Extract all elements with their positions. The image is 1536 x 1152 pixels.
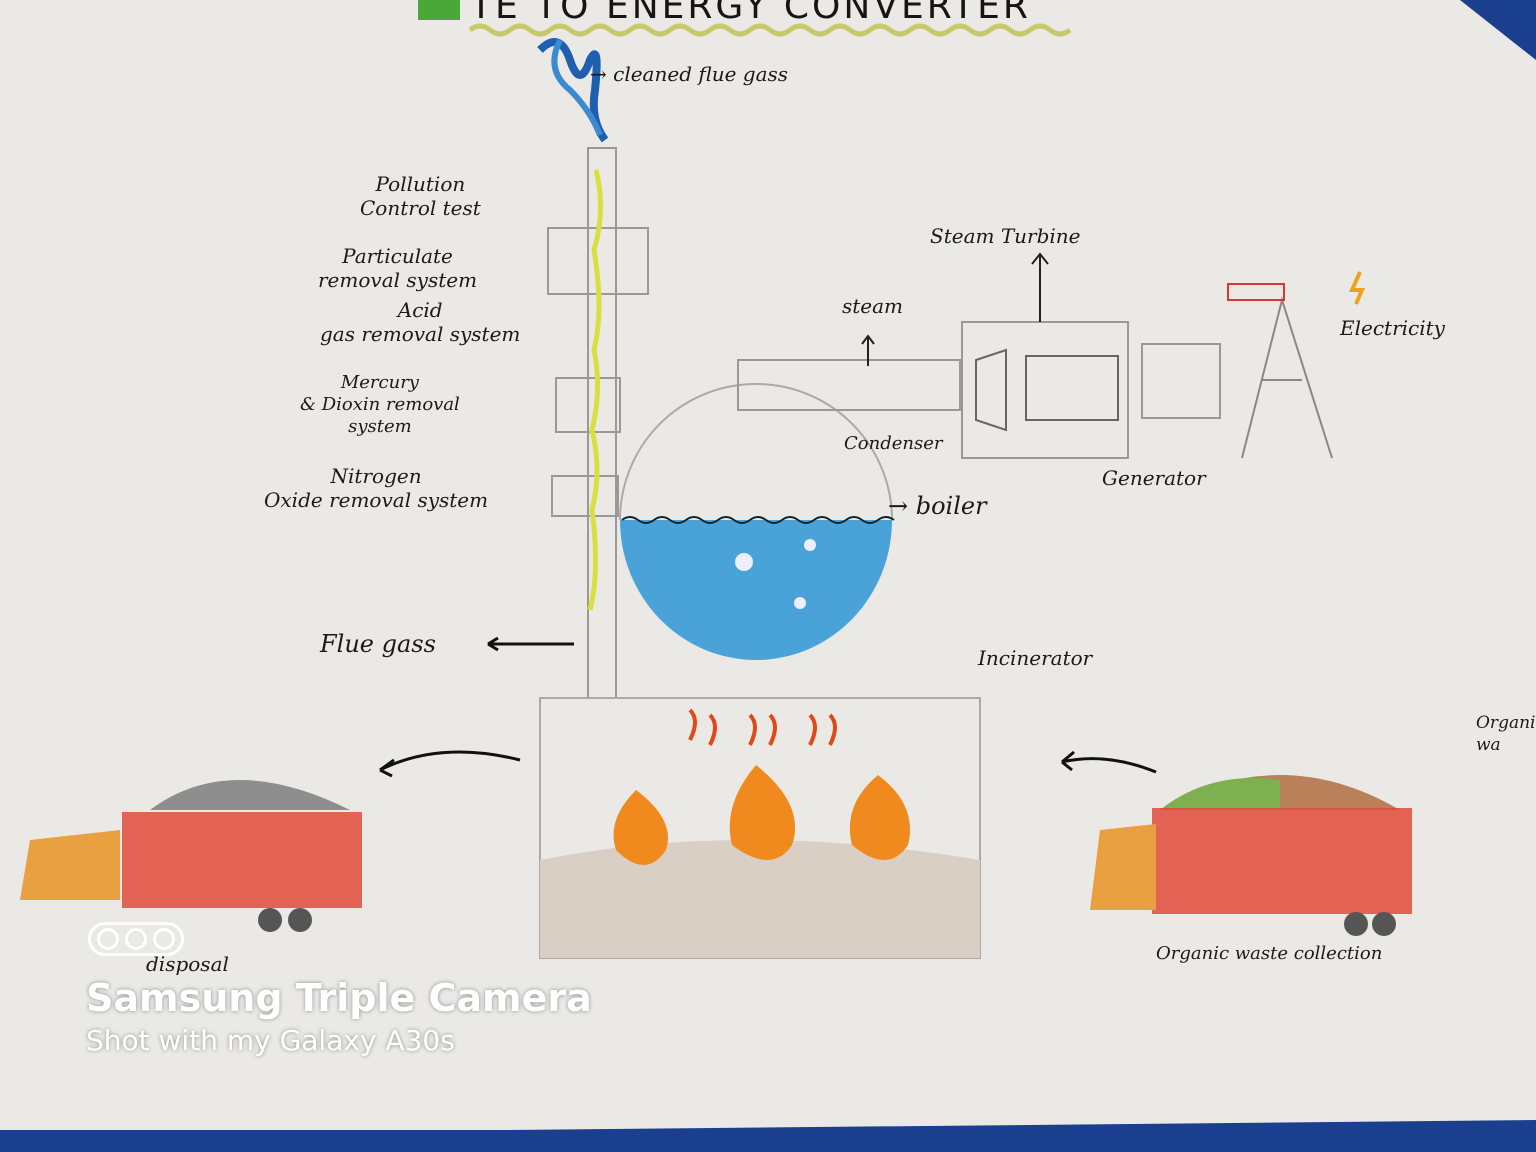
label-nitrogen-oxide-removal: Nitrogen Oxide removal system [264,464,489,512]
label-cleaned-flue-gas: → cleaned flue gass [590,62,789,86]
label-mercury-dioxin-removal: Mercury & Dioxin removal system [300,372,460,437]
label-condenser: Condenser [844,433,943,454]
chimney [547,147,649,699]
smoke-icon [537,38,609,143]
organic-waste-truck [1090,775,1412,936]
camera-logo-icon [88,922,184,956]
label-boiler: → boiler [888,492,987,520]
watermark-device: Shot with my Galaxy A30s [86,1024,455,1057]
lightning-icon [1348,271,1366,305]
label-generator: Generator [1102,466,1206,490]
label-electricity: Electricity [1340,316,1445,340]
steam-system [737,252,1333,459]
label-steam: steam [842,294,904,318]
title-icon [418,0,460,20]
label-incinerator: Incinerator [978,646,1093,670]
boiler [619,383,895,660]
disposal-truck [20,780,362,932]
label-steam-turbine: Steam Turbine [930,224,1081,248]
label-organic-waste: Organi wa [1476,713,1536,755]
label-flue-gas: Flue gass [320,630,436,658]
label-particulate-removal: Particulate removal system [318,244,478,292]
watermark-camera: Samsung Triple Camera [86,976,592,1020]
incinerator [539,697,981,959]
fire-icon [613,765,910,865]
label-pollution-control-test: Pollution Control test [360,172,481,220]
label-organic-waste-collection: Organic waste collection [1156,943,1383,964]
label-disposal: disposal [146,952,229,976]
page-title: TE TO ENERGY CONVERTER [470,0,1031,27]
label-acid-gas-removal: Acid gas removal system [320,298,521,346]
